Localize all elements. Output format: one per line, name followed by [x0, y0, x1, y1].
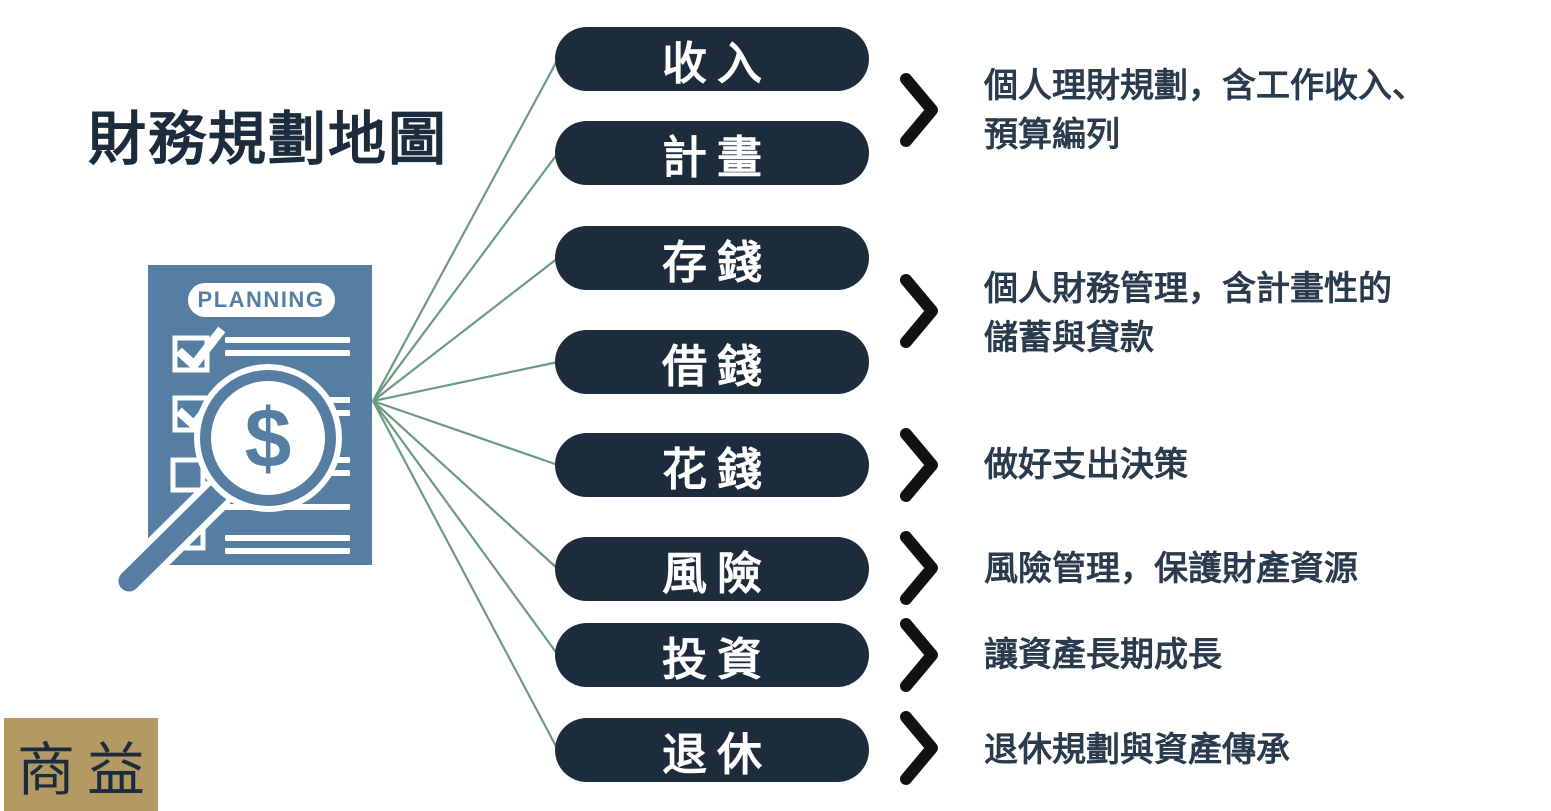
node-label: 花錢: [661, 443, 772, 495]
planning-document-icon: PLANNING: [110, 265, 372, 600]
brand-logo: 商益: [4, 718, 158, 811]
node-pill-invest: 投資: [555, 623, 869, 687]
chevron-right-icon: [900, 618, 938, 692]
description-line: 儲蓄與貸款: [984, 319, 1154, 357]
description-income-plan: 個人理財規劃，含工作收入、 預算編列: [984, 62, 1544, 160]
planning-badge-label: PLANNING: [198, 287, 325, 312]
description-invest: 讓資產長期成長: [984, 631, 1544, 680]
node-pill-borrow: 借錢: [555, 330, 869, 394]
node-label: 風險: [661, 547, 772, 599]
node-label: 收入: [661, 37, 772, 89]
checkbox-empty-icon: [170, 457, 206, 493]
description-line: 退休規劃與資產傳承: [984, 731, 1290, 769]
description-save-borrow: 個人財務管理，含計畫性的 儲蓄與貸款: [984, 265, 1544, 363]
node-pill-risk: 風險: [555, 537, 869, 601]
node-label: 退休: [661, 728, 772, 780]
checkmark-icon: [175, 326, 226, 372]
node-label: 借錢: [661, 340, 772, 392]
description-retire: 退休規劃與資產傳承: [984, 726, 1544, 775]
node-pill-save: 存錢: [555, 226, 869, 290]
chevron-right-icon: [900, 73, 938, 147]
node-pill-plan: 計畫: [555, 121, 869, 185]
chevron-right-icon: [900, 428, 938, 502]
description-risk: 風險管理，保護財產資源: [984, 545, 1544, 594]
node-label: 計畫: [661, 131, 772, 183]
description-line: 風險管理，保護財產資源: [984, 550, 1358, 588]
page-title: 財務規劃地圖: [88, 107, 449, 172]
description-line: 讓資產長期成長: [984, 636, 1222, 674]
node-label: 投資: [661, 633, 772, 685]
planning-badge: [188, 283, 335, 317]
brand-logo-text: 商益: [16, 737, 157, 803]
dollar-icon: $: [245, 391, 292, 485]
chevron-right-icon: [900, 274, 938, 348]
chevron-right-icon: [900, 531, 938, 605]
description-spend: 做好支出決策: [984, 441, 1544, 490]
node-pill-retire: 退休: [555, 718, 869, 782]
description-line: 個人財務管理，含計畫性的: [984, 270, 1392, 308]
description-line: 預算編列: [984, 116, 1120, 154]
chevron-right-icon: [900, 711, 938, 785]
description-line: 個人理財規劃，含工作收入、: [984, 67, 1426, 105]
node-pill-income: 收入: [555, 27, 869, 91]
node-label: 存錢: [661, 236, 772, 288]
description-line: 做好支出決策: [984, 446, 1188, 484]
node-pill-spend: 花錢: [555, 433, 869, 497]
magnifier-icon: $: [110, 364, 342, 600]
